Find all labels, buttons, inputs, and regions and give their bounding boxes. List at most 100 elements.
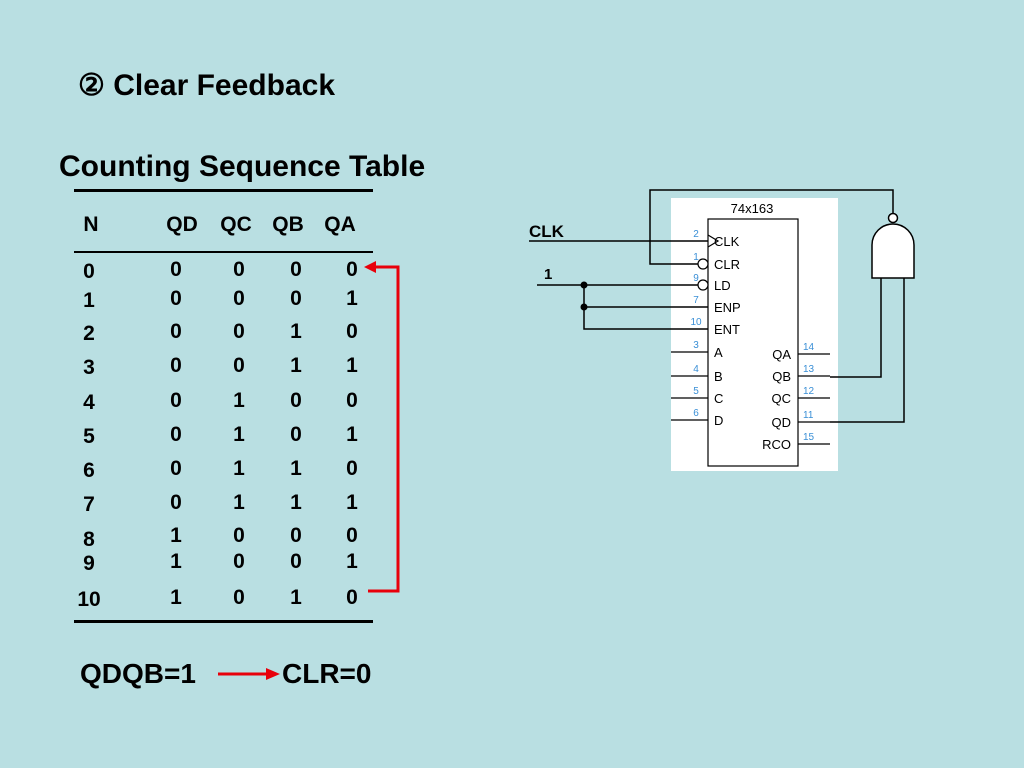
bit-value: 1 — [233, 423, 245, 446]
qb-to-nand-wire — [830, 278, 882, 378]
bit-value: 0 — [170, 491, 182, 514]
row-number: 7 — [83, 493, 95, 516]
row-number: 0 — [83, 260, 95, 283]
bit-value: 0 — [170, 287, 182, 310]
pin-name: ENP — [714, 300, 741, 315]
bit-value: 0 — [170, 320, 182, 343]
feedback-arrow-line — [368, 265, 400, 593]
bit-value: 0 — [346, 389, 358, 412]
pin-name: LD — [714, 278, 731, 293]
bit-value: 0 — [233, 586, 245, 609]
bit-value: 1 — [170, 586, 182, 609]
pin-number: 15 — [803, 432, 815, 443]
bit-value: 1 — [170, 524, 182, 547]
junction-dot — [580, 303, 588, 311]
bit-value: 0 — [346, 320, 358, 343]
pin-name: D — [714, 413, 723, 428]
row-number: 3 — [83, 356, 95, 379]
bit-value: 0 — [346, 524, 358, 547]
pin-number: 4 — [693, 364, 699, 375]
one-branch-wire — [583, 285, 708, 330]
bit-value: 1 — [346, 550, 358, 573]
header-n: N — [83, 213, 99, 236]
pin-name: C — [714, 391, 723, 406]
bit-value: 0 — [290, 524, 302, 547]
bit-value: 0 — [170, 423, 182, 446]
bit-value: 1 — [290, 354, 302, 377]
qd-to-nand-wire — [830, 278, 905, 423]
bit-value: 1 — [290, 491, 302, 514]
pin-number: 7 — [693, 295, 699, 306]
bit-value: 0 — [346, 586, 358, 609]
pin-number: 9 — [693, 273, 699, 284]
nand-gate-icon — [871, 223, 915, 279]
pin-name: QB — [772, 369, 791, 384]
chip-name: 74x163 — [731, 201, 774, 216]
pin-name: QC — [772, 391, 792, 406]
bit-value: 0 — [233, 524, 245, 547]
bit-value: 0 — [233, 550, 245, 573]
bit-value: 0 — [290, 389, 302, 412]
bit-value: 1 — [290, 586, 302, 609]
ld-bubble-icon — [697, 279, 709, 291]
clr-feedback-wire — [649, 189, 894, 265]
bit-value: 0 — [233, 354, 245, 377]
row-number: 6 — [83, 459, 95, 482]
bit-value: 1 — [233, 389, 245, 412]
header-qb: QB — [272, 213, 304, 236]
bit-value: 0 — [170, 389, 182, 412]
clk-label: CLK — [529, 222, 565, 241]
row-number: 10 — [77, 588, 101, 611]
bit-value: 0 — [170, 457, 182, 480]
nand-bubble-icon — [887, 212, 899, 224]
formula-left: QDQB=1 — [80, 658, 196, 689]
constant-one-label: 1 — [544, 266, 552, 283]
header-qd: QD — [166, 213, 198, 236]
pin-name: ENT — [714, 322, 740, 337]
pin-number: 11 — [803, 410, 814, 421]
pin-number: 3 — [693, 340, 699, 351]
table-top-rule — [74, 189, 373, 192]
table-header-rule — [74, 251, 373, 253]
bit-value: 0 — [170, 354, 182, 377]
row-number: 1 — [83, 289, 95, 312]
table-bottom-rule — [74, 620, 373, 623]
chip-panel — [671, 198, 838, 471]
bit-value: 1 — [346, 491, 358, 514]
chip-body — [707, 218, 799, 467]
header-qc: QC — [220, 213, 252, 236]
bit-value: 0 — [290, 258, 302, 281]
bit-value: 0 — [170, 258, 182, 281]
feedback-arrow-head — [364, 261, 376, 273]
pin-name: QD — [772, 415, 792, 430]
bit-value: 1 — [346, 423, 358, 446]
row-number: 5 — [83, 425, 95, 448]
pin-number: 2 — [693, 229, 699, 240]
clock-triangle-icon — [707, 234, 720, 248]
bit-value: 0 — [233, 320, 245, 343]
bit-value: 0 — [290, 287, 302, 310]
pin-name: A — [714, 345, 723, 360]
header-qa: QA — [324, 213, 356, 236]
bit-value: 0 — [346, 258, 358, 281]
row-number: 8 — [83, 528, 95, 551]
slide-heading: ② Clear Feedback — [78, 69, 336, 102]
pin-number: 5 — [693, 386, 699, 397]
bit-value: 1 — [290, 320, 302, 343]
bit-value: 0 — [233, 287, 245, 310]
pin-name: B — [714, 369, 723, 384]
bit-value: 1 — [233, 457, 245, 480]
bit-value: 1 — [233, 491, 245, 514]
formula-right: CLR=0 — [282, 658, 372, 689]
formula-arrow — [218, 668, 280, 680]
formula-arrow-head — [266, 668, 280, 680]
bit-value: 0 — [346, 457, 358, 480]
bit-value: 0 — [290, 423, 302, 446]
row-number: 2 — [83, 322, 95, 345]
bit-value: 1 — [170, 550, 182, 573]
pin-number: 13 — [803, 364, 815, 375]
bit-value: 0 — [233, 258, 245, 281]
bit-value: 1 — [346, 354, 358, 377]
